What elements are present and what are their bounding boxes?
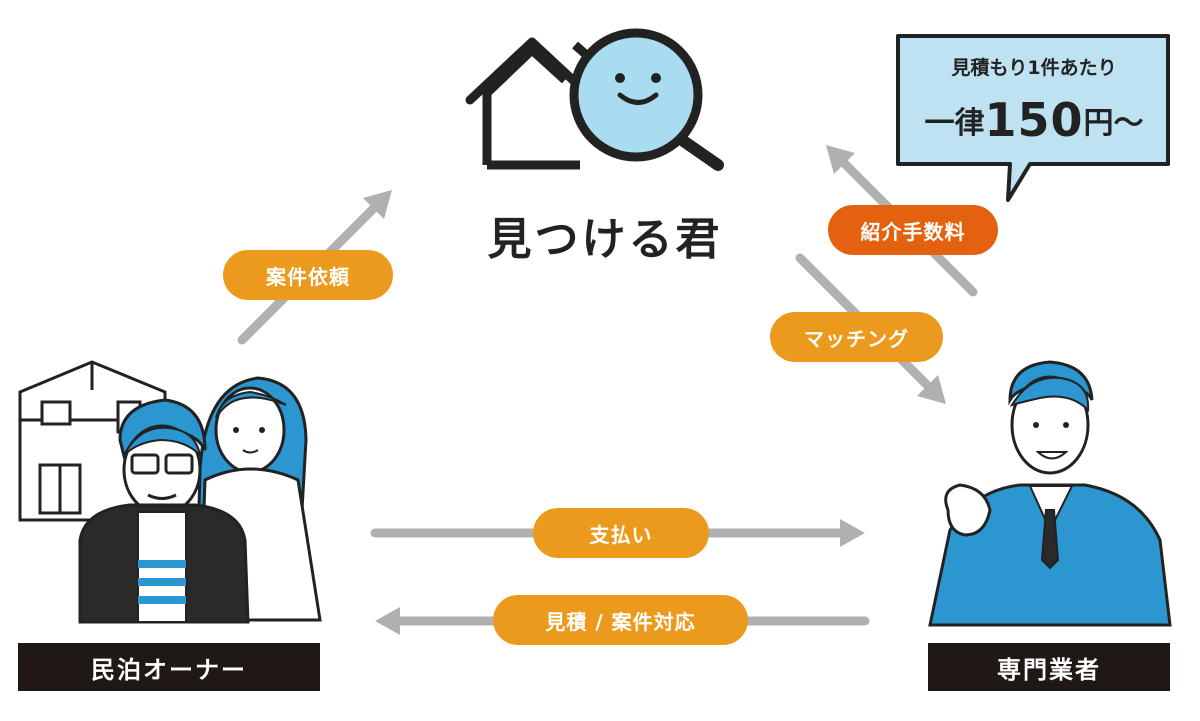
brand-name: 見つける君 [487,214,723,265]
flow-label-payment: 支払い [533,508,709,558]
price-suffix: 円～ [1083,106,1144,141]
price-bubble-line1: 見積もり1件あたり [951,56,1117,79]
price-prefix: 一律 [924,106,985,141]
contractor-illustration [928,360,1172,627]
price-amount: 150 [984,93,1084,147]
price-bubble-line2: 一律 150 円～ [898,88,1170,152]
flow-label-estimate-response: 見積 / 案件対応 [493,595,748,645]
actor-contractor-label: 専門業者 [928,643,1170,691]
brand-logo-icon [465,28,724,171]
flow-label-request: 案件依頼 [223,250,393,300]
actor-owner-label: 民泊オーナー [18,643,320,691]
price-speech-bubble [896,34,1170,202]
flow-label-referral-fee: 紹介手数料 [828,205,998,255]
man-illustration [78,398,250,624]
flow-label-matching: マッチング [770,312,943,362]
